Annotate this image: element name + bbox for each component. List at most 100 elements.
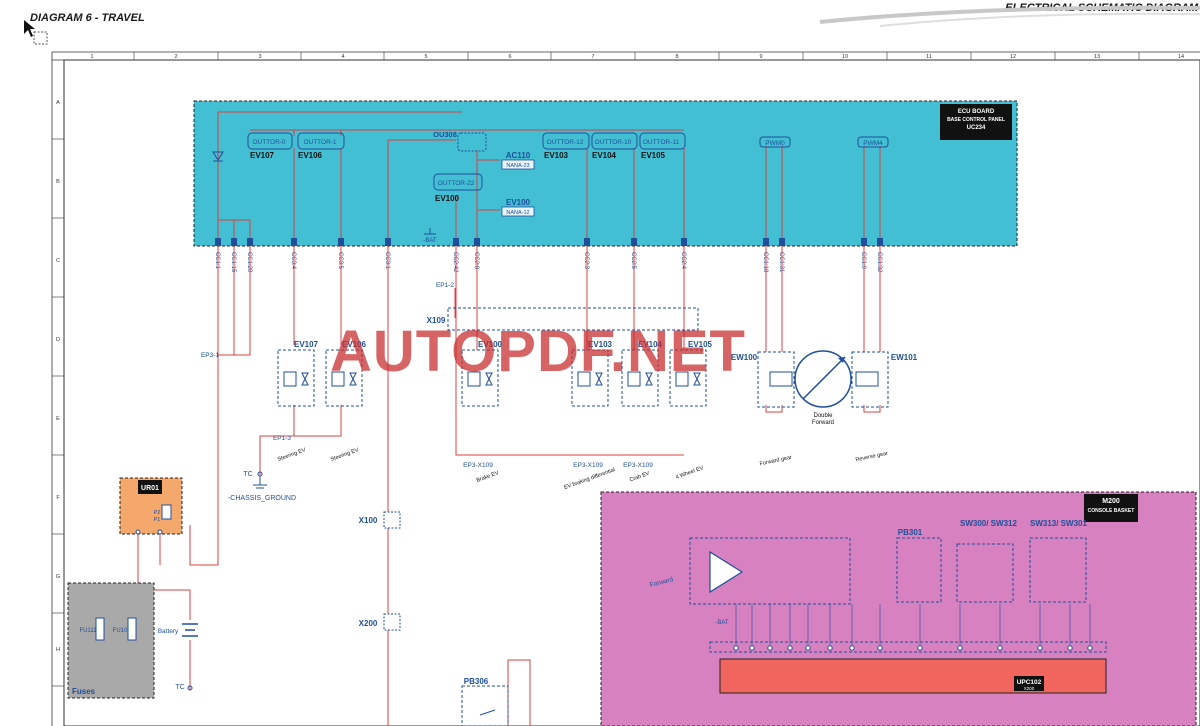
sw300-box [956, 543, 1014, 603]
column-label: 3 [258, 54, 261, 60]
ou308-block: OU308 [433, 130, 487, 152]
motor-text-2: Forward [812, 420, 834, 426]
steering-ev-left-note: Steering EV [277, 447, 307, 463]
sw313-label: SW313/ SW301 [1030, 519, 1087, 528]
battery-label: Battery [158, 628, 179, 635]
console-pin [957, 645, 963, 651]
ac110-label: AC110 [506, 151, 531, 160]
crab-ev-note: Crab EV [629, 471, 651, 484]
console-pin [877, 645, 883, 651]
pin-marker [385, 238, 391, 246]
row-label: H [56, 647, 60, 653]
tc-label: TC [243, 471, 252, 478]
pin-label: CC1:31 [778, 252, 784, 273]
upc102-title: UPC102 [1017, 679, 1042, 686]
ecu-board-box [193, 100, 1018, 247]
pin-marker [779, 238, 785, 246]
motor-group: EW100 EW101 Double Forward Forward gear … [731, 350, 918, 468]
pin-label: CC2:5 [630, 252, 636, 270]
forward-gear-note: Forward gear [759, 455, 792, 468]
console-title: M200 [1102, 498, 1120, 505]
output-ev-label: EV107 [250, 151, 275, 160]
console-basket: M200 CONSOLE BASKET Forward -BAT PB301 S… [600, 491, 1197, 726]
mouse-cursor-icon [24, 20, 48, 45]
sw300-label: SW300/ SW312 [960, 519, 1017, 528]
header-swoosh [819, 5, 1200, 27]
output-label: OUTTOR-22 [438, 180, 475, 187]
ou308-label: OU308 [433, 130, 457, 139]
pwm-label: PWM0 [765, 140, 785, 147]
row-label: F [56, 495, 60, 501]
console-pin [733, 645, 739, 651]
column-label: 13 [1094, 54, 1100, 60]
x100-label: X100 [359, 516, 378, 525]
coil-icon [283, 371, 297, 387]
pin-label: CC2:42 [452, 252, 458, 273]
chassis-ground-label: -CHASSIS_GROUND [228, 495, 296, 502]
fuses-label: Fuses [72, 687, 96, 696]
output-label: OUTTOR-11 [643, 139, 680, 146]
output-ev-label: EV105 [641, 151, 666, 160]
ur01-title: UR01 [141, 485, 159, 492]
pin-marker [338, 238, 344, 246]
console-pin [917, 645, 923, 651]
pin-marker [474, 238, 480, 246]
pb301-label: PB301 [898, 528, 923, 537]
solenoid-valve: EV106 [325, 340, 367, 407]
output-outtor-1: OUTTOR-1 EV106 [297, 132, 345, 160]
coil-icon [577, 371, 591, 387]
console-pin [805, 645, 811, 651]
row-label: E [56, 416, 60, 422]
output-label: OUTTOR-12 [547, 139, 584, 146]
pwm-4: PWM4 [857, 136, 889, 148]
solenoid-valve: EV107 [277, 340, 319, 407]
console-pin [849, 645, 855, 651]
4-wheel-ev-note: 4 Wheel EV [675, 465, 705, 481]
output-label: OUTTOR-0 [252, 139, 285, 146]
ac110-box: NANA-23 [506, 163, 529, 169]
diode-icon [212, 151, 224, 162]
row-label: G [56, 574, 60, 580]
output-outtor-11: OUTTOR-11 EV105 [639, 132, 686, 160]
battery-icon [182, 623, 198, 637]
coil-icon [467, 371, 481, 387]
output-label: OUTTOR-10 [595, 139, 632, 146]
pin-label: CC1:9 [860, 252, 866, 270]
column-label: 6 [508, 54, 511, 60]
fuse-icon [127, 617, 137, 641]
connector-x109: X109 EP1-2 EP3-1 EP1-3 EP3-X109 EP3-X109… [201, 282, 699, 469]
tc-label-2: TC [175, 684, 184, 691]
valve-label: EV106 [342, 340, 367, 349]
console-pin [787, 645, 793, 651]
solenoid-valve: EV104 [621, 340, 663, 407]
row-label: C [56, 258, 60, 264]
valve-icon [693, 372, 701, 386]
solenoid-valve: EV103 [571, 340, 613, 407]
ev100-block: EV100 NANA-12 [501, 198, 535, 217]
valve-label: EV107 [294, 340, 319, 349]
row-label: B [56, 179, 60, 185]
pin-label: CC1:32 [876, 252, 882, 273]
fuse-fu10: FU10 [113, 628, 128, 634]
column-label: 8 [675, 54, 678, 60]
brake-ev-note: Brake EV [476, 470, 500, 484]
pin-marker [763, 238, 769, 246]
coil-icon [675, 371, 689, 387]
x200-connector: X200 [359, 613, 401, 631]
diagram-title: DIAGRAM 6 - TRAVEL [30, 12, 145, 24]
column-label: 4 [341, 54, 344, 60]
ep3-x109-c: EP3-X109 [623, 462, 653, 469]
ew100-label: EW100 [731, 353, 758, 362]
column-label: 2 [174, 54, 177, 60]
ew101-label: EW101 [891, 353, 918, 362]
pin-label: CC3:1 [384, 252, 390, 270]
pwm-0: PWM0 [759, 136, 791, 148]
pin-marker [877, 238, 883, 246]
x100-connector: X100 [359, 511, 401, 529]
ecu-pin-markers [215, 238, 883, 246]
output-outtor-0: OUTTOR-0 EV107 [247, 132, 293, 160]
output-ev-label: EV104 [592, 151, 617, 160]
